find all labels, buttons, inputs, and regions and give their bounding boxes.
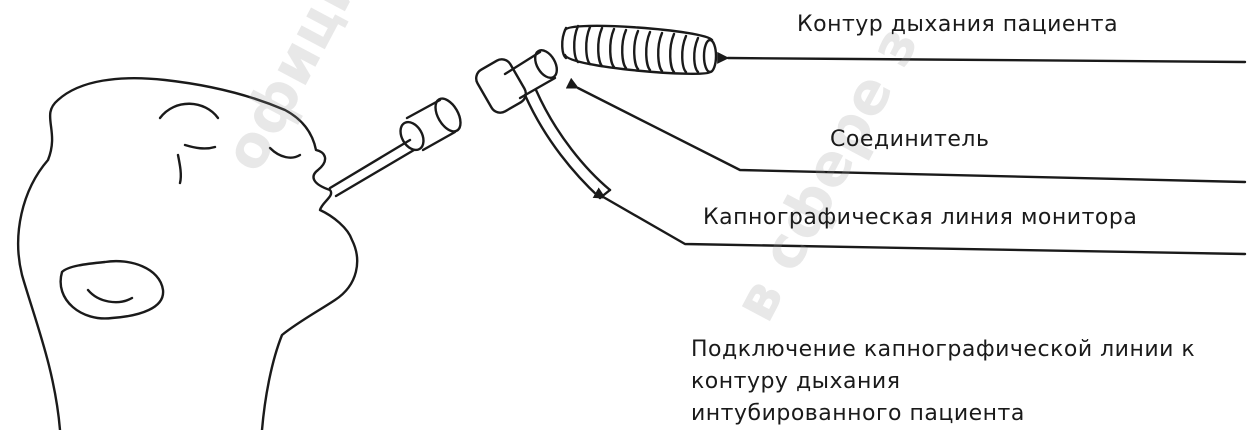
- caption-line: интубированного пациента: [691, 398, 1195, 430]
- label-capnography-line: Капнографическая линия монитора: [703, 207, 1137, 229]
- patient-ear-icon: [61, 261, 163, 318]
- connector-elbow: [473, 47, 562, 117]
- caption-line: контуру дыхания: [691, 366, 1195, 398]
- capnography-sampling-line: [525, 90, 610, 198]
- arrow-breathing-circuit: [728, 58, 1245, 62]
- patient-eye: [160, 104, 218, 183]
- endotracheal-tube: [330, 140, 414, 196]
- tube-adapter: [396, 94, 466, 154]
- breathing-circuit-tube: [562, 26, 716, 74]
- label-breathing-circuit: Контур дыхания пациента: [797, 14, 1118, 36]
- caption-line: Подключение капнографической линии к: [691, 334, 1195, 366]
- diagram-caption: Подключение капнографической линии к кон…: [691, 334, 1195, 430]
- label-connector: Соединитель: [830, 129, 989, 151]
- patient-head-outline: [18, 78, 357, 430]
